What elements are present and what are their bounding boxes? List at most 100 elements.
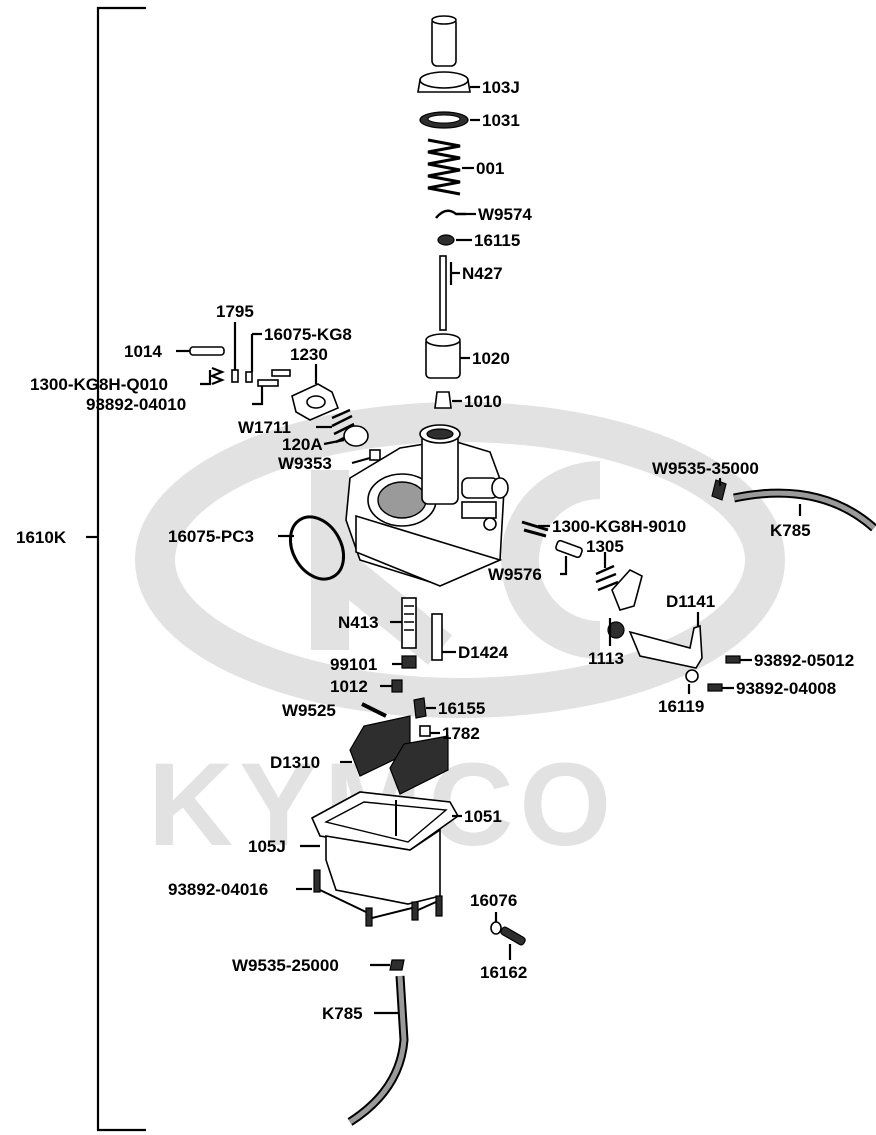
- label-16119: 16119: [658, 697, 704, 716]
- label-w9535-35000: W9535-35000: [652, 459, 759, 478]
- label-1300-kg8h-9010: 1300-KG8H-9010: [552, 517, 686, 536]
- bowl-gasket-inner: [324, 801, 448, 843]
- tube-d1424: [431, 613, 443, 661]
- washer-16115: [437, 234, 455, 246]
- screw-93892-04016-c: [411, 901, 419, 921]
- label-n427: N427: [462, 264, 503, 283]
- oring-120a: [343, 425, 369, 447]
- screw-93892-04016-d: [435, 895, 443, 917]
- lower-center-parts: [340, 597, 456, 795]
- tube-k785-upper: [733, 490, 876, 530]
- spring-w1711: [331, 408, 357, 444]
- label-16155: 16155: [438, 699, 485, 718]
- body-screw: [483, 517, 497, 531]
- screw-16162: [500, 926, 526, 946]
- label-1051: 1051: [464, 807, 502, 826]
- slide-stack: [417, 15, 480, 409]
- label-d1424: D1424: [458, 643, 509, 662]
- label-k785-upper: K785: [770, 521, 811, 540]
- label-w9574: W9574: [478, 205, 532, 224]
- leader-93892-04010: [252, 386, 264, 406]
- needle-n427: [439, 255, 447, 331]
- label-16076: 16076: [470, 891, 517, 910]
- callout-labels: 1610K 103J 1031 001 W9574 16115 N427 179…: [16, 78, 854, 1023]
- label-w1711: W1711: [238, 418, 291, 437]
- label-1782: 1782: [442, 724, 480, 743]
- bolt-93892-05012: [725, 655, 741, 664]
- label-16115: 16115: [474, 231, 520, 250]
- label-1031: 1031: [482, 111, 520, 130]
- body-choke-boss: [461, 501, 497, 519]
- clamp-w9535-35000: [711, 479, 727, 501]
- label-93892-04010: 93892-04010: [86, 395, 186, 414]
- seal-1031-hole: [427, 114, 461, 124]
- cap-103j-stem: [431, 17, 457, 67]
- label-w9535-25000: W9535-25000: [232, 956, 339, 975]
- bolt-93892-04010-b: [271, 369, 291, 377]
- spring-1305: [595, 564, 619, 592]
- oring-16076: [490, 921, 502, 935]
- spring-1300-9010: [521, 520, 549, 538]
- leader-120a: [323, 438, 345, 446]
- flange-1230-hole: [306, 395, 326, 409]
- label-k785-lower: K785: [322, 1004, 363, 1023]
- label-w9525: W9525: [282, 701, 336, 720]
- right-side-parts: [521, 478, 876, 694]
- body-nipple-end: [491, 477, 509, 499]
- float-d1310-right: [389, 735, 449, 795]
- pin-w9525: [361, 702, 387, 718]
- label-105j: 105J: [248, 837, 286, 856]
- float-d1310-left: [349, 715, 411, 777]
- screw-w9576: [555, 539, 583, 559]
- label-1014: 1014: [124, 342, 162, 361]
- left-small-parts: [176, 322, 381, 581]
- lever-1305: [611, 569, 643, 611]
- assembly-bracket: [86, 6, 146, 1132]
- cap-103j-flange: [419, 71, 469, 89]
- drain-parts: [347, 912, 526, 1126]
- bracket-d1141: [628, 624, 703, 669]
- label-103j: 103J: [482, 78, 520, 97]
- gasket-16075-kg8: [245, 371, 253, 383]
- washer-w9353: [369, 449, 381, 461]
- label-93892-04016: 93892-04016: [168, 880, 268, 899]
- bowl-1051: [325, 828, 441, 905]
- screw-1014: [189, 346, 225, 356]
- leader-w9353: [351, 456, 371, 465]
- clip-16119: [685, 669, 699, 683]
- label-120a: 120A: [282, 435, 323, 454]
- label-1010: 1010: [464, 392, 502, 411]
- label-93892-05012: 93892-05012: [754, 651, 854, 670]
- label-d1141: D1141: [666, 592, 715, 611]
- watermark-ring: [135, 402, 785, 718]
- label-1610k: 1610K: [16, 528, 67, 547]
- float-bowl: [296, 791, 462, 927]
- label-16075-pc3: 16075-PC3: [168, 527, 254, 546]
- oring-16075-pc3: [288, 515, 346, 581]
- slide-1020-top: [425, 333, 461, 347]
- label-16075-kg8: 16075-KG8: [264, 325, 352, 344]
- tube-k785-lower: [348, 975, 407, 1125]
- label-w9353: W9353: [278, 454, 332, 473]
- carburetor-body: [345, 424, 509, 587]
- label-1795: 1795: [216, 302, 254, 321]
- bolt-93892-04010-a: [257, 379, 279, 387]
- jet-1012: [391, 679, 403, 693]
- label-n413: N413: [338, 613, 379, 632]
- label-93892-04008: 93892-04008: [736, 679, 836, 698]
- leader-w9576: [560, 556, 568, 576]
- label-1113: 1113: [588, 649, 624, 668]
- label-1020: 1020: [472, 349, 510, 368]
- clip-1782: [419, 725, 431, 737]
- label-99101: 99101: [330, 655, 377, 674]
- jet-n413-thread: [404, 605, 414, 631]
- jet-99101: [401, 655, 417, 669]
- bracket-line: [96, 6, 146, 1132]
- bolt-93892-04008: [707, 683, 723, 692]
- spring-1300-q010: [209, 366, 225, 386]
- clip-w9574: [435, 209, 466, 219]
- label-w9576: W9576: [488, 565, 542, 584]
- valve-16155: [413, 697, 427, 719]
